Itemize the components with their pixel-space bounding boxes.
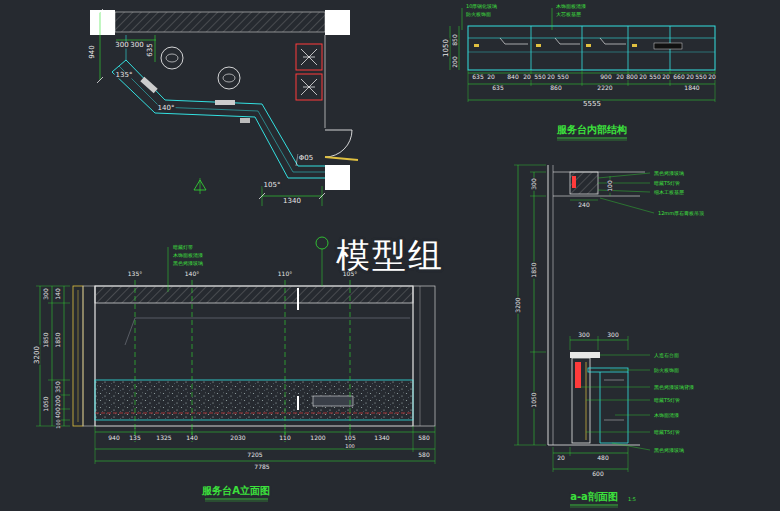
leader-note: 木饰面板清漆 xyxy=(555,4,587,9)
dimension-text: 7785 xyxy=(253,464,270,470)
leader-note: 10厚钢化玻璃 xyxy=(465,4,498,9)
dimension-text: 580 xyxy=(417,435,430,441)
section-a-a xyxy=(514,165,654,507)
plan-view xyxy=(90,9,358,206)
dimension-text: 200 xyxy=(452,55,458,68)
leader-note: 木饰面清漆 xyxy=(653,413,680,418)
angle-text: 135° xyxy=(115,72,134,79)
dimension-text: 100 xyxy=(56,418,61,430)
dimension-text: 480 xyxy=(596,455,609,461)
dimension-text: 1200 xyxy=(309,435,326,441)
dimension-text: 940 xyxy=(89,44,96,59)
dimension-text: 20 xyxy=(486,74,496,80)
dimension-text: 550 xyxy=(694,74,707,80)
leader-note: 黑色烤漆玻璃 xyxy=(653,448,685,453)
scale-text: 1:5 xyxy=(627,497,637,502)
dimension-text: 135 xyxy=(128,435,141,441)
dimension-text: 350 xyxy=(55,380,61,393)
dimension-text: 300 xyxy=(531,177,537,190)
leader-note: 木饰面板清漆 xyxy=(172,253,204,258)
dimension-text: 1850 xyxy=(531,261,537,278)
dimension-text: Φ05 xyxy=(298,155,314,162)
dimension-text: 840 xyxy=(506,74,519,80)
view-title: 服务台内部结构 xyxy=(556,125,628,135)
view-title: 服务台A立面图 xyxy=(201,486,271,496)
dimension-text: 1050 xyxy=(531,391,537,408)
view-title: a-a剖面图 xyxy=(569,492,619,502)
dimension-text: 940 xyxy=(107,435,120,441)
dimension-text: 550 xyxy=(533,74,546,80)
dimension-text: 20 xyxy=(615,74,625,80)
elevation-a xyxy=(36,237,435,501)
dimension-text: 2030 xyxy=(229,435,246,441)
dimension-text: 635 xyxy=(471,74,484,80)
dimension-text: 1850 xyxy=(43,331,49,348)
dimension-text: 20 xyxy=(546,74,556,80)
leader-note: 黑色烤漆玻璃背漆 xyxy=(653,385,695,390)
dimension-text: 140 xyxy=(55,287,61,300)
leader-note: 防火板饰面 xyxy=(465,12,492,17)
dimension-text: 580 xyxy=(417,452,430,458)
dimension-text: 300 xyxy=(43,287,49,300)
dimension-text: 100 xyxy=(607,179,613,192)
dimension-text: 3200 xyxy=(515,296,521,313)
dimension-text: 20 xyxy=(707,74,717,80)
dimension-text: 300 xyxy=(114,42,129,49)
leader-note: 细木工板基层 xyxy=(653,190,685,195)
leader-note: 黑色烤漆玻璃 xyxy=(653,171,685,176)
dimension-text: 1050 xyxy=(43,395,49,412)
dimension-text: 2220 xyxy=(596,85,613,91)
dimension-text: 240 xyxy=(577,202,590,208)
dimension-text: 20 xyxy=(522,74,532,80)
dimension-text: 20 xyxy=(661,74,671,80)
dimension-text: 850 xyxy=(452,33,458,46)
dimension-text: 635 xyxy=(147,42,154,57)
dimension-text: 140 xyxy=(185,435,198,441)
dimension-text: 1840 xyxy=(683,85,700,91)
angle-text: 140° xyxy=(184,271,200,277)
dimension-text: 20 xyxy=(556,455,566,461)
angle-text: 105° xyxy=(263,182,282,189)
dimension-text: 635 xyxy=(491,85,504,91)
internal-structure xyxy=(450,8,715,140)
dimension-text: 110 xyxy=(278,435,291,441)
dimension-text: 3200 xyxy=(34,345,41,365)
dimension-text: 300 xyxy=(577,332,590,338)
leader-note: 暗藏T5灯管 xyxy=(653,398,681,403)
dimension-text: 300 xyxy=(129,42,144,49)
leader-note: 黑色烤漆玻璃 xyxy=(172,261,204,266)
dimension-text: 550 xyxy=(556,74,569,80)
dimension-text: 600 xyxy=(591,471,604,477)
watermark: 模型组 xyxy=(335,238,445,272)
angle-text: 110° xyxy=(277,271,293,277)
dimension-text: 20 xyxy=(638,74,648,80)
dimension-text: 100 xyxy=(344,444,356,449)
dimension-text: 105 xyxy=(343,435,356,441)
dimension-text: 800 xyxy=(625,74,638,80)
dimension-text: 1050 xyxy=(443,38,450,58)
dimension-text: 7205 xyxy=(246,452,263,458)
dimension-text: 1340 xyxy=(282,198,302,205)
dimension-text: 860 xyxy=(549,85,562,91)
leader-note: 暗藏灯带 xyxy=(172,245,194,250)
dimension-text: 1325 xyxy=(155,435,172,441)
leader-note: 防火板饰面 xyxy=(653,368,680,373)
leader-note: 大芯板基层 xyxy=(555,12,582,17)
leader-note: 暗藏T5灯管 xyxy=(653,181,681,186)
angle-text: 135° xyxy=(127,271,143,277)
leader-note: 人造石台面 xyxy=(653,353,680,358)
leader-note: 暗藏T5灯管 xyxy=(653,430,681,435)
dimension-text: 5555 xyxy=(582,101,602,108)
dimension-text: 300 xyxy=(606,332,619,338)
leader-note: 12mm厚石膏板吊顶 xyxy=(657,211,705,216)
dimension-text: 660 xyxy=(672,74,685,80)
dimension-text: 1850 xyxy=(55,331,61,348)
dimension-text: 550 xyxy=(648,74,661,80)
dimension-text: 900 xyxy=(599,74,612,80)
angle-text: 140° xyxy=(157,105,176,112)
dimension-text: 1340 xyxy=(373,435,390,441)
